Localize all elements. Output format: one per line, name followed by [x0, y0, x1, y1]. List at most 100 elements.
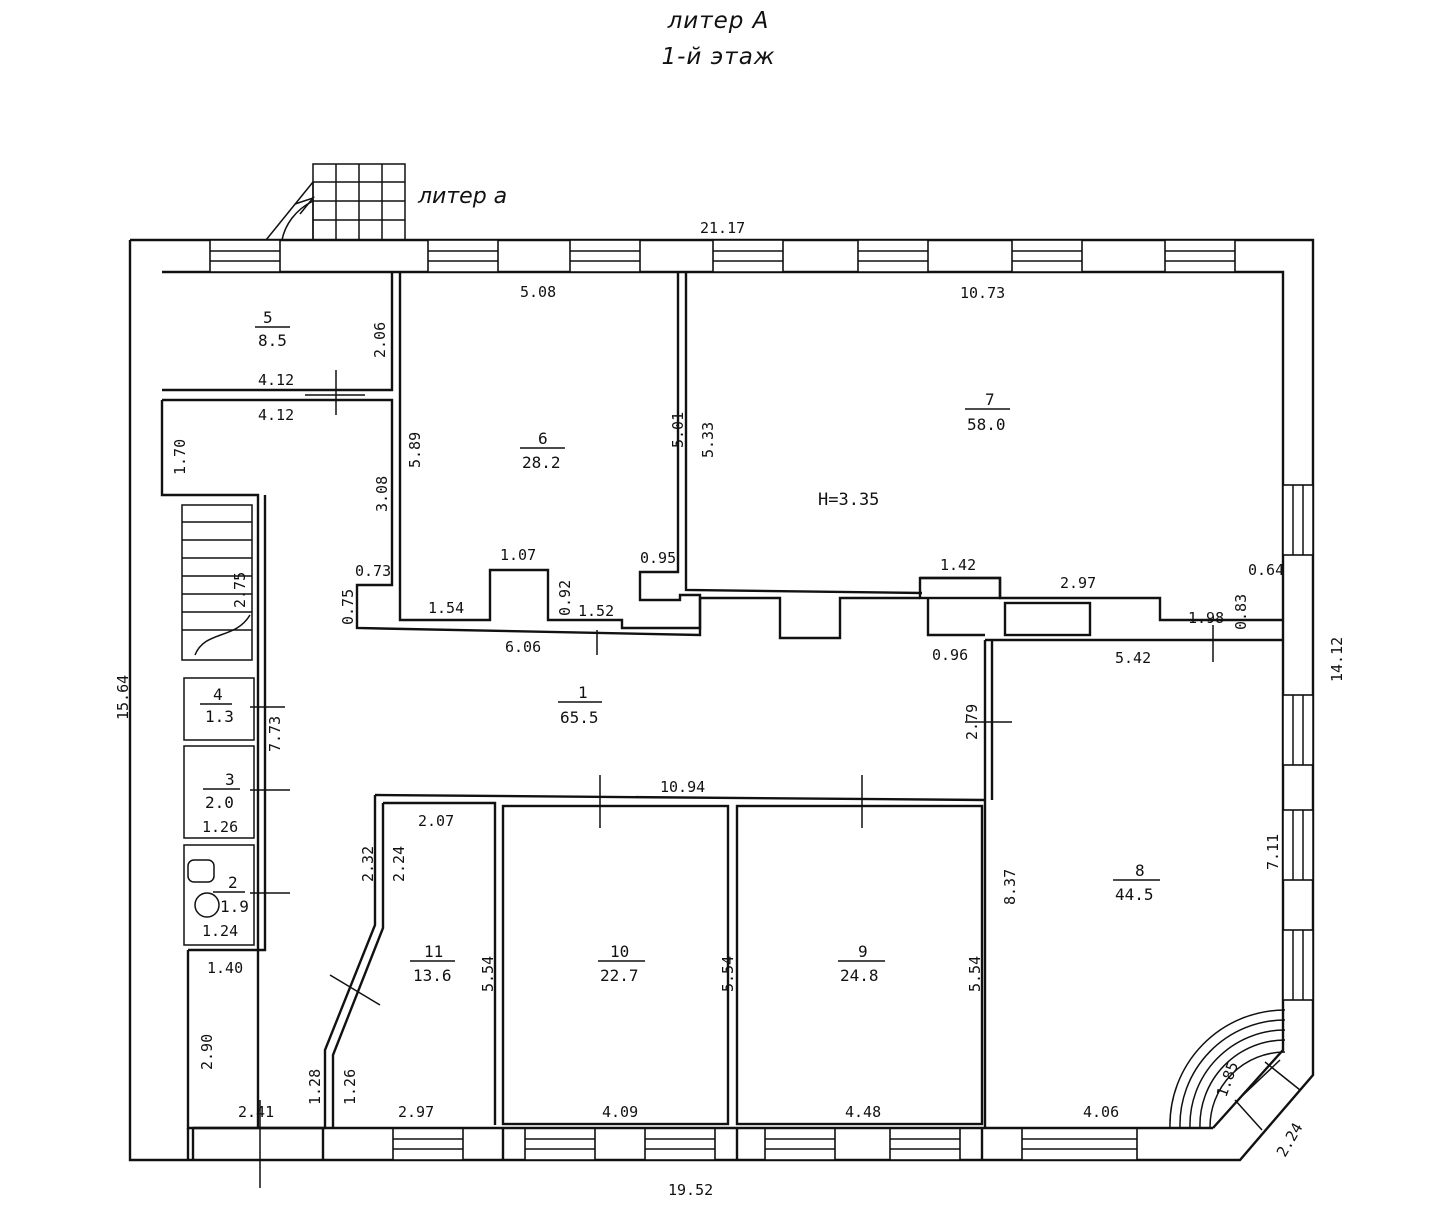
svg-text:22.7: 22.7: [600, 966, 639, 985]
svg-text:24.8: 24.8: [840, 966, 879, 985]
dim-r7-left: 5.33: [699, 422, 717, 458]
dim-r3-width: 1.26: [202, 818, 238, 836]
dim-r6-lower-left: 3.08: [373, 476, 391, 512]
dim-r11-bottom: 2.97: [398, 1103, 434, 1121]
dim-stair-len: 2.75: [231, 572, 249, 608]
dim-top-total: 21.17: [700, 219, 745, 237]
dim-r6-bottom1: 1.54: [428, 599, 464, 617]
dim-corr-lower: 2.90: [198, 1034, 216, 1070]
room-2-label: 2 1.9: [213, 873, 249, 916]
room-8-label: 8 44.5: [1113, 861, 1160, 904]
room-3-label: 3 2.0: [203, 770, 240, 812]
right-windows: [1282, 484, 1314, 1001]
dim-r7-step: 0.64: [1248, 561, 1284, 579]
dim-r6-left: 5.89: [406, 432, 424, 468]
svg-text:10: 10: [610, 942, 629, 961]
dim-r6-bottom2: 1.52: [578, 602, 614, 620]
dim-r5-width: 4.12: [258, 371, 294, 389]
dim-corner-outer: 2.24: [1273, 1120, 1307, 1160]
dim-r11-diag2: 2.24: [390, 846, 408, 882]
svg-text:65.5: 65.5: [560, 708, 599, 727]
dim-r11-diag1: 2.32: [359, 846, 377, 882]
svg-text:9: 9: [858, 942, 868, 961]
dim-r7-block: 1.42: [940, 556, 976, 574]
dim-r8-step: 1.98: [1188, 609, 1224, 627]
svg-text:13.6: 13.6: [413, 966, 452, 985]
dim-r10-bottom: 4.09: [602, 1103, 638, 1121]
svg-text:58.0: 58.0: [967, 415, 1006, 434]
bottom-windows: [392, 1127, 1138, 1161]
top-windows: [209, 239, 1236, 273]
dim-r4: 7.73: [266, 716, 284, 752]
svg-text:2: 2: [228, 873, 238, 892]
dimension-ticks: [250, 370, 1214, 1188]
dim-r1-bottom: 10.94: [660, 778, 705, 796]
dim-r10-right: 5.54: [719, 956, 737, 992]
room-labels: 5 8.5 6 28.2 7 58.0 H=3.35 1 65.5 4 1.3 …: [200, 308, 1160, 985]
dim-r6-step1: 0.73: [355, 562, 391, 580]
svg-text:5: 5: [263, 308, 273, 327]
dim-r7-top: 10.73: [960, 284, 1005, 302]
dim-r8-left: 8.37: [1001, 869, 1019, 905]
dim-r1-top: 6.06: [505, 638, 541, 656]
dim-r9-bottom: 4.48: [845, 1103, 881, 1121]
room-7-label: 7 58.0: [965, 390, 1010, 434]
dim-r9-right: 5.54: [966, 956, 984, 992]
dim-r7-step-h: 0.83: [1232, 594, 1250, 630]
drawing-title-line2: 1-й этаж: [661, 44, 776, 70]
annex-label: литер а: [417, 184, 507, 209]
room-6-label: 6 28.2: [520, 429, 565, 472]
dim-r11-top: 2.07: [418, 812, 454, 830]
dim-bottom-total: 19.52: [668, 1181, 713, 1199]
svg-text:1.9: 1.9: [220, 897, 249, 916]
dim-r6-niche: 1.07: [500, 546, 536, 564]
dim-r8-top: 5.42: [1115, 649, 1151, 667]
svg-text:44.5: 44.5: [1115, 885, 1154, 904]
dim-r8-upper-left: 2.79: [963, 704, 981, 740]
dim-right-total: 14.12: [1328, 637, 1346, 682]
svg-text:11: 11: [424, 942, 443, 961]
dim-r7-bottom: 2.97: [1060, 574, 1096, 592]
dim-r8-right: 7.11: [1264, 834, 1282, 870]
room-11-label: 11 13.6: [410, 942, 455, 985]
room-9-label: 9 24.8: [838, 942, 885, 985]
dim-corner-inner: 1.85: [1213, 1059, 1242, 1099]
room-4-label: 4 1.3: [200, 685, 234, 726]
dim-r11-right: 5.54: [479, 956, 497, 992]
dim-r6-top: 5.08: [520, 283, 556, 301]
dimension-labels: 21.17 19.52 15.64 14.12 2.06 4.12 4.12 1…: [114, 219, 1346, 1199]
room-5-label: 5 8.5: [255, 308, 290, 350]
svg-text:1: 1: [578, 683, 588, 702]
dim-entry-side2: 1.26: [341, 1069, 359, 1105]
dim-r6-step2: 0.75: [339, 589, 357, 625]
annex-stair: [265, 163, 406, 241]
room-1-label: 1 65.5: [558, 683, 602, 727]
svg-text:28.2: 28.2: [522, 453, 561, 472]
exterior-walls: [128, 238, 1315, 1162]
dim-left-total: 15.64: [114, 675, 132, 720]
dim-r6-niche-h: 0.92: [556, 580, 574, 616]
ceiling-height-label: H=3.35: [818, 490, 879, 510]
dim-r6-right: 5.01: [669, 412, 687, 448]
corner-bay: [1169, 1009, 1301, 1131]
svg-text:8: 8: [1135, 861, 1145, 880]
svg-text:4: 4: [213, 685, 223, 704]
svg-text:7: 7: [985, 390, 995, 409]
dim-r8-bottom: 4.06: [1083, 1103, 1119, 1121]
svg-text:3: 3: [225, 770, 235, 789]
dim-wc-bottom: 1.40: [207, 959, 243, 977]
dim-entry-bottom: 2.41: [238, 1103, 274, 1121]
dim-r2-width: 1.24: [202, 922, 238, 940]
svg-text:8.5: 8.5: [258, 331, 287, 350]
dim-entry-side1: 1.28: [306, 1069, 324, 1105]
svg-text:2.0: 2.0: [205, 793, 234, 812]
svg-text:6: 6: [538, 429, 548, 448]
dim-r5-height: 2.06: [371, 322, 389, 358]
interior-walls: [160, 272, 1283, 1160]
drawing-title-line1: литер А: [667, 8, 770, 34]
dim-r8-left-top: 0.96: [932, 646, 968, 664]
dim-corr-width: 4.12: [258, 406, 294, 424]
dim-corr-height: 1.70: [171, 439, 189, 475]
svg-text:1.3: 1.3: [205, 707, 234, 726]
